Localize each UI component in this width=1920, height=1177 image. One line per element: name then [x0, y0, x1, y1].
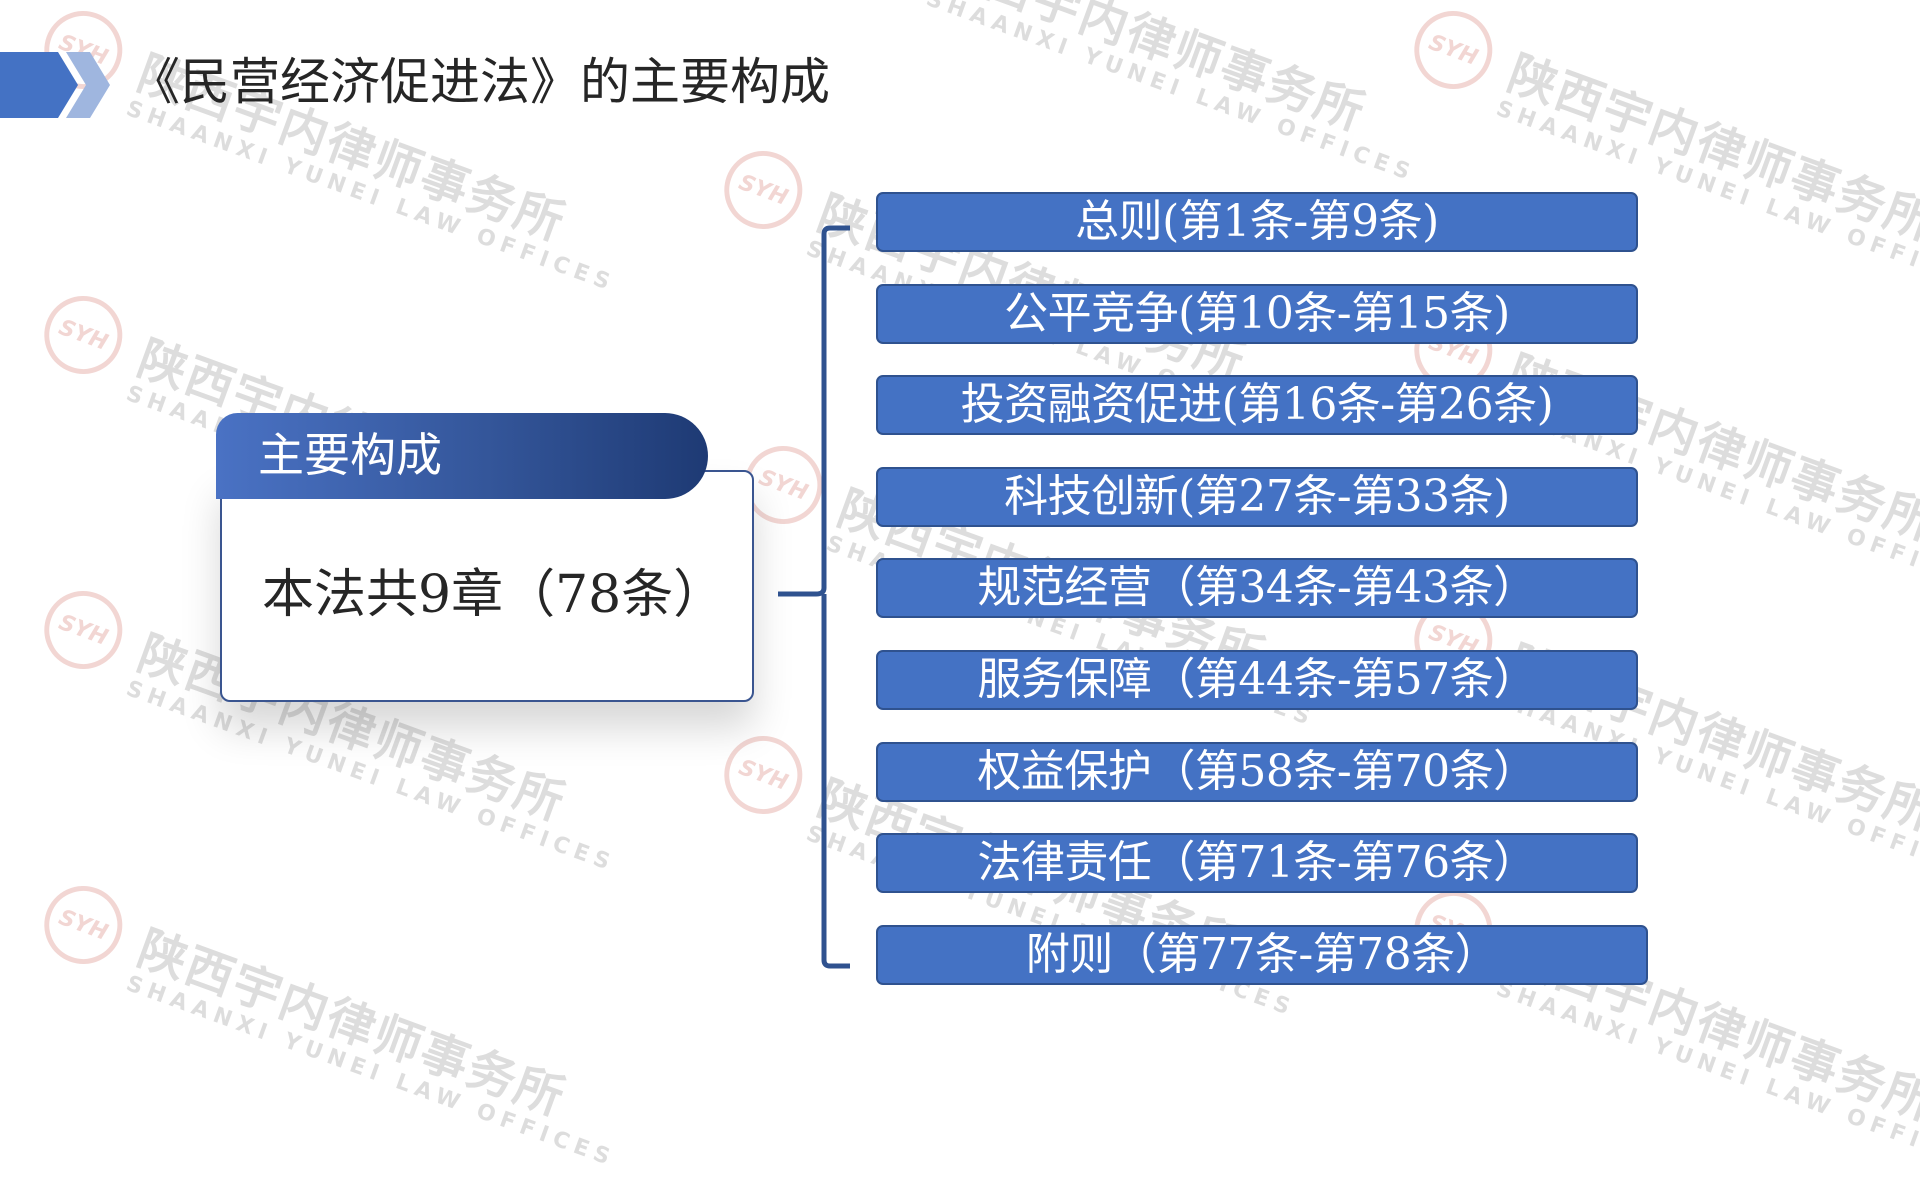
chapter-item[interactable]: 公平竞争(第10条-第15条)	[876, 284, 1638, 344]
summary-card-body: 本法共9章（78条）	[262, 565, 726, 625]
chapter-item[interactable]: 科技创新(第27条-第33条)	[876, 467, 1638, 527]
chapter-item[interactable]: 服务保障（第44条-第57条）	[876, 650, 1638, 710]
chapter-item-label: 总则(第1条-第9条)	[1075, 196, 1439, 247]
chapter-item[interactable]: 法律责任（第71条-第76条）	[876, 833, 1638, 893]
law-firm-seal-icon: SYH	[1403, 0, 1504, 100]
bracket-connector	[778, 225, 850, 969]
law-firm-seal-icon: SYH	[33, 580, 134, 680]
summary-card	[220, 470, 754, 702]
page-title: 《民营经济促进法》的主要构成	[130, 53, 830, 111]
chapter-item-label: 附则（第77条-第78条）	[1025, 929, 1499, 980]
chapter-item-label: 权益保护（第58条-第70条）	[977, 746, 1537, 797]
chapter-item-label: 公平竞争(第10条-第15条)	[1004, 288, 1510, 339]
chapter-item-label: 规范经营（第34条-第43条）	[977, 562, 1537, 613]
chapter-item[interactable]: 附则（第77条-第78条）	[876, 925, 1648, 985]
law-firm-seal-icon: SYH	[33, 875, 134, 975]
chapter-item-label: 科技创新(第27条-第33条)	[1004, 471, 1510, 522]
chapter-item-label: 服务保障（第44条-第57条）	[977, 654, 1537, 705]
header-chevron-icon	[0, 52, 110, 118]
chapter-item[interactable]: 规范经营（第34条-第43条）	[876, 558, 1638, 618]
summary-card-header: 主要构成	[216, 413, 708, 499]
chapter-item[interactable]: 权益保护（第58条-第70条）	[876, 742, 1638, 802]
chapter-item[interactable]: 总则(第1条-第9条)	[876, 192, 1638, 252]
law-firm-seal-icon: SYH	[33, 285, 134, 385]
chapter-item-label: 投资融资促进(第16条-第26条)	[960, 379, 1554, 430]
chapter-item-label: 法律责任（第71条-第76条）	[977, 837, 1537, 888]
chapter-item[interactable]: 投资融资促进(第16条-第26条)	[876, 375, 1638, 435]
summary-card-header-label: 主要构成	[258, 428, 442, 482]
